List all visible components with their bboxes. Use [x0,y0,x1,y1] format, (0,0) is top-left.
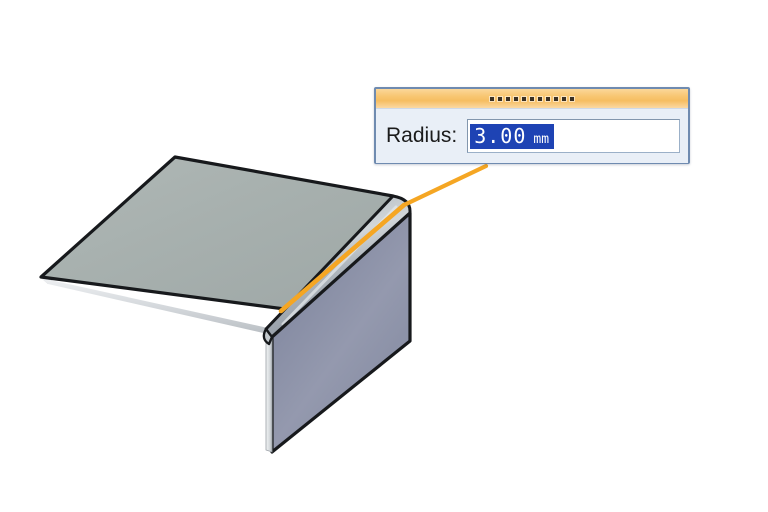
wall-thickness-band [265,333,273,453]
radius-input[interactable]: 3.00 mm [467,119,680,153]
grip-dot [538,96,542,101]
callout-titlebar[interactable] [376,89,688,109]
drag-grip-handle[interactable] [490,96,574,101]
grip-dot [554,96,558,101]
radius-value: 3.00 [474,123,527,148]
grip-dot [546,96,550,101]
grip-dot [522,96,526,101]
grip-dot [530,96,534,101]
radius-units: mm [533,131,550,147]
bend-corner-cap [262,327,274,346]
radius-callout-panel[interactable]: Radius: 3.00 mm [374,87,690,164]
radius-value-selection[interactable]: 3.00 mm [470,123,555,149]
radius-label: Radius: [386,124,458,147]
callout-body: Radius: 3.00 mm [376,109,688,163]
grip-dot [490,96,494,101]
grip-dot [514,96,518,101]
highlighted-fillet-edge[interactable] [278,202,407,314]
grip-dot [562,96,566,101]
grip-dot [506,96,510,101]
grip-dot [498,96,502,101]
grip-dot [570,96,574,101]
